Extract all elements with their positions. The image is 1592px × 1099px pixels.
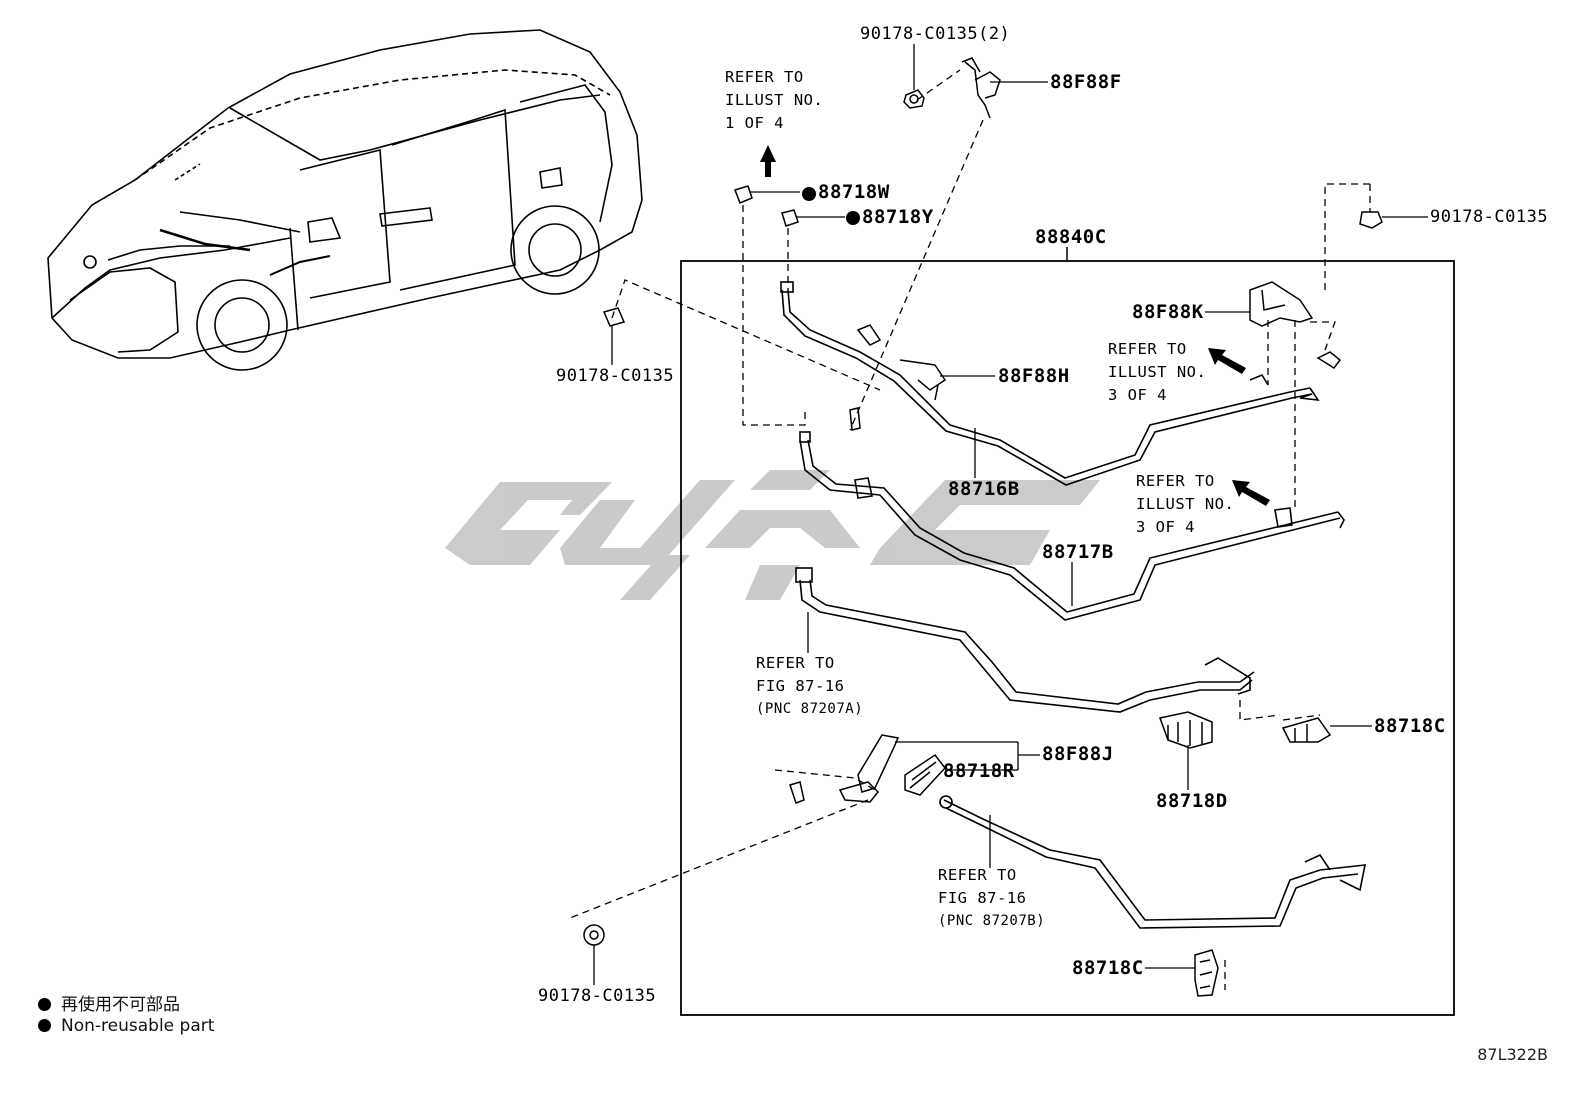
label-assembly-88840C: 88840C [1035,226,1107,248]
clamp-88718R [904,753,946,796]
watermark-logo [445,470,1100,600]
label-88F88K: 88F88K [1132,301,1204,323]
bracket-88F88K [1249,281,1314,327]
note-line: REFER TO [725,68,804,86]
note-line: FIG 87-16 [938,889,1027,907]
label-88718C-bottom: 88718C [1072,957,1144,979]
clip-88718Y [781,209,799,227]
pipe-lower [939,795,1366,929]
nut-top-left [903,89,925,109]
clamp-88718D [1159,711,1213,749]
note-refer-fig-a[interactable]: REFER TO FIG 87-16 (PNC 87207A) [756,652,863,721]
label-leaders [593,44,1428,985]
note-line: REFER TO [1136,472,1215,490]
bolt-88F88K [1249,351,1342,386]
note-line: 3 OF 4 [1136,518,1195,536]
clip-88718W [734,185,753,204]
label-88F88F: 88F88F [1050,71,1122,93]
label-88718C-right: 88718C [1374,715,1446,737]
legend-line-en: Non-reusable part [38,1016,214,1036]
label-88718R: 88718R [943,760,1015,782]
legend-text-en: Non-reusable part [61,1016,215,1036]
note-line: ILLUST NO. [1108,363,1207,381]
label-88F88H: 88F88H [998,365,1070,387]
note-line: REFER TO [756,654,835,672]
label-bolt-right-top: 90178-C0135 [1430,207,1549,227]
label-88718D: 88718D [1156,790,1228,812]
note-line: REFER TO [938,866,1017,884]
dashed-leader-lines [569,69,1371,990]
figure-code: 87L322B [1477,1045,1548,1064]
label-88717B: 88717B [1042,541,1114,563]
legend-line-cn: 再使用不可部品 [38,990,180,1015]
pipe-middle [795,567,1255,713]
note-refer-3of4-lower[interactable]: REFER TO ILLUST NO. 3 OF 4 [1136,470,1234,539]
bracket-88F88J [838,734,900,803]
note-refer-fig-b[interactable]: REFER TO FIG 87-16 (PNC 87207B) [938,864,1045,933]
filled-circle-icon [38,998,51,1011]
vehicle-illustration [47,29,643,371]
filled-circle-icon [38,1019,51,1032]
note-refer-3of4-upper[interactable]: REFER TO ILLUST NO. 3 OF 4 [1108,338,1206,407]
note-line: 3 OF 4 [1108,386,1167,404]
bracket-88F88H [856,324,947,401]
bolt-88F88J [789,781,805,804]
bracket-88F88F [961,57,1001,119]
label-88716B: 88716B [948,478,1020,500]
note-line: (PNC 87207B) [938,913,1046,929]
label-88F88J: 88F88J [1042,743,1114,765]
bolt-left [602,307,626,327]
clamp-88718C-bottom [1194,949,1219,997]
note-line: (PNC 87207A) [756,701,864,717]
nut-right-top [1359,211,1383,229]
label-bolt-top: 90178-C0135(2) [860,24,1011,44]
non-reusable-marks [802,187,860,225]
note-line: FIG 87-16 [756,677,845,695]
clamp-88718C-right [1281,717,1332,743]
label-bolt-left: 90178-C0135 [556,366,675,386]
label-bolt-bottom: 90178-C0135 [538,986,657,1006]
bolt-88716B [849,407,861,431]
note-line: 1 OF 4 [725,114,784,132]
note-line: ILLUST NO. [725,91,824,109]
pipes [780,281,1366,929]
pipe-88717B [799,431,1345,621]
legend-text-cn: 再使用不可部品 [61,995,180,1015]
refer-arrows [760,145,1270,506]
label-88718W: 88718W [818,181,890,203]
note-line: REFER TO [1108,340,1187,358]
nut-bottom [583,924,605,946]
label-88718Y: 88718Y [862,206,934,228]
note-refer-1of4[interactable]: REFER TO ILLUST NO. 1 OF 4 [725,66,823,135]
note-line: ILLUST NO. [1136,495,1235,513]
